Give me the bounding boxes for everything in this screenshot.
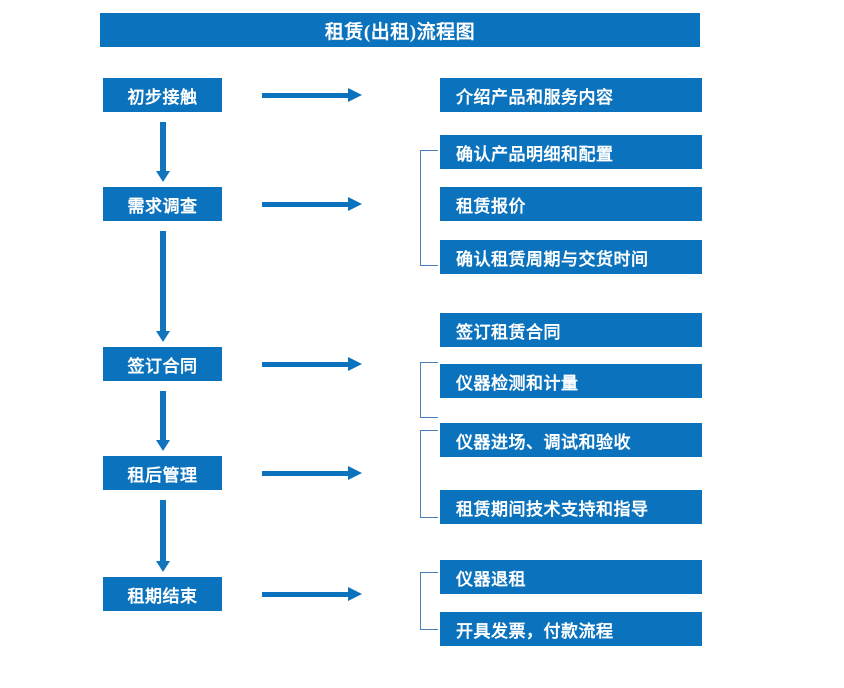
detail-box-confirm-rental-period[interactable]: 确认租赁周期与交货时间	[440, 240, 702, 274]
arrow-shaft	[160, 500, 166, 561]
arrow-head	[348, 88, 362, 102]
horizontal-arrow-5	[262, 587, 362, 601]
vertical-arrow-4	[156, 500, 170, 572]
detail-box-instrument-inspection[interactable]: 仪器检测和计量	[440, 364, 702, 398]
arrow-head	[348, 466, 362, 480]
stage-box-initial-contact[interactable]: 初步接触	[103, 78, 222, 112]
arrow-shaft	[262, 592, 348, 597]
vertical-arrow-1	[156, 122, 170, 182]
group-bracket-sign-contract	[420, 362, 438, 418]
detail-box-introduce-products[interactable]: 介绍产品和服务内容	[440, 78, 702, 112]
group-bracket-rental-end	[420, 572, 438, 630]
detail-box-technical-support[interactable]: 租赁期间技术支持和指导	[440, 490, 702, 524]
stage-box-demand-survey[interactable]: 需求调查	[103, 187, 222, 221]
stage-box-post-rental-management[interactable]: 租后管理	[103, 456, 222, 490]
detail-box-instrument-entry-commissioning[interactable]: 仪器进场、调试和验收	[440, 423, 702, 457]
stage-box-sign-contract[interactable]: 签订合同	[103, 347, 222, 381]
arrow-shaft	[160, 122, 166, 171]
arrow-head	[156, 331, 170, 342]
arrow-head	[348, 197, 362, 211]
diagram-title: 租赁(出租)流程图	[100, 13, 700, 47]
arrow-head	[156, 440, 170, 451]
vertical-arrow-2	[156, 231, 170, 342]
group-bracket-demand-survey	[420, 150, 438, 266]
horizontal-arrow-2	[262, 197, 362, 211]
vertical-arrow-3	[156, 391, 170, 451]
horizontal-arrow-4	[262, 466, 362, 480]
horizontal-arrow-3	[262, 357, 362, 371]
detail-box-confirm-product-details[interactable]: 确认产品明细和配置	[440, 135, 702, 169]
arrow-shaft	[160, 231, 166, 331]
arrow-head	[348, 587, 362, 601]
arrow-shaft	[262, 93, 348, 98]
arrow-shaft	[262, 362, 348, 367]
horizontal-arrow-1	[262, 88, 362, 102]
group-bracket-post-rental	[420, 430, 438, 518]
detail-box-invoice-payment[interactable]: 开具发票，付款流程	[440, 612, 702, 646]
arrow-head	[348, 357, 362, 371]
arrow-shaft	[262, 471, 348, 476]
arrow-shaft	[160, 391, 166, 440]
arrow-shaft	[262, 202, 348, 207]
arrow-head	[156, 171, 170, 182]
stage-box-rental-end[interactable]: 租期结束	[103, 577, 222, 611]
detail-box-sign-rental-contract[interactable]: 签订租赁合同	[440, 313, 702, 347]
detail-box-instrument-return[interactable]: 仪器退租	[440, 560, 702, 594]
detail-box-rental-quotation[interactable]: 租赁报价	[440, 187, 702, 221]
arrow-head	[156, 561, 170, 572]
